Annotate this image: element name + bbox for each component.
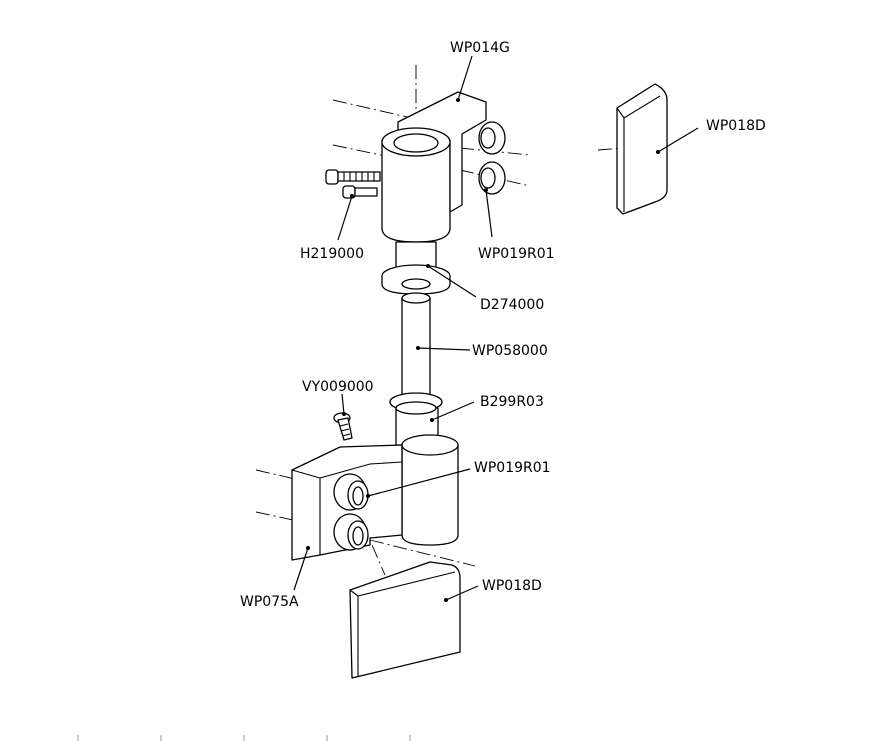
grease-nipple [333,412,353,441]
label-flap-bottom: WP018D [482,578,542,594]
label-bush: B299R03 [480,394,544,410]
washer [381,241,451,295]
lower-hinge-part [291,434,459,561]
upper-hinge-part [381,91,506,243]
label-screw: H219000 [300,246,364,262]
label-flap-right: WP018D [706,118,766,134]
label-bushing-bottom: WP019R01 [474,460,551,476]
callout-labels: WP014G WP018D H219000 WP019R01 D274000 W… [240,40,766,610]
label-pin: WP058000 [472,343,548,359]
pin [401,292,431,409]
label-hinge-top: WP014G [450,40,510,56]
label-hinge-bottom: WP075A [240,594,299,610]
flap-right [616,83,668,215]
label-bushing-top: WP019R01 [478,246,555,262]
screws [325,169,381,199]
frame-ticks [77,735,411,741]
flap-bottom [349,561,461,679]
leaders [293,55,699,602]
label-washer: D274000 [480,297,544,313]
label-grease-nipple: VY009000 [302,379,374,395]
bush [389,392,443,446]
